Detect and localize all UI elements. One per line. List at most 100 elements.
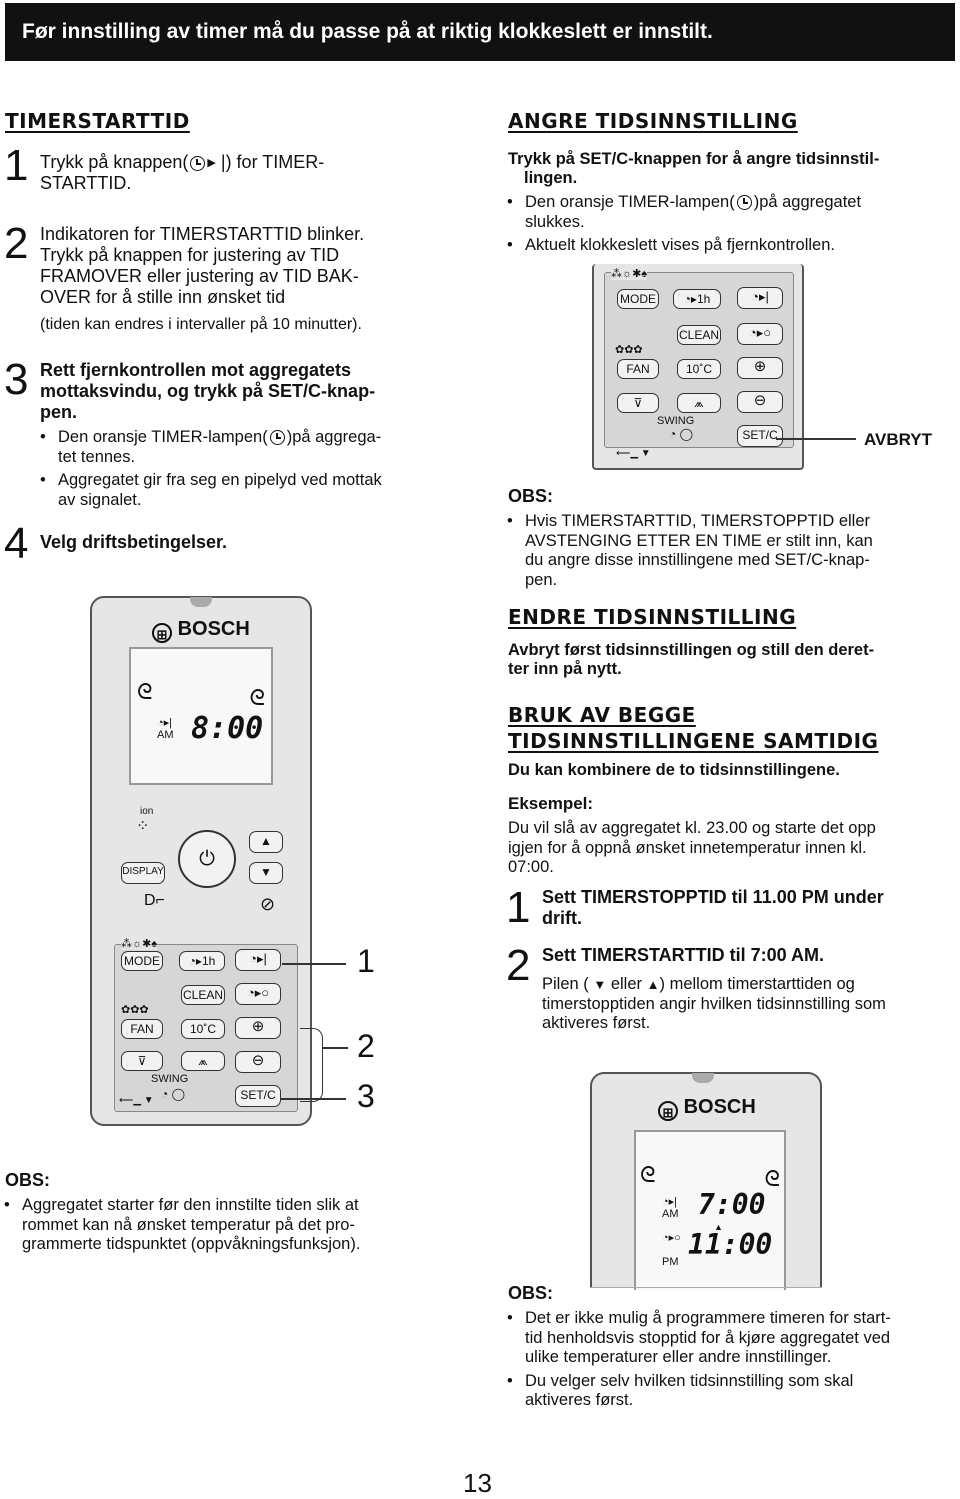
fan-button[interactable]: FAN [121,1019,163,1039]
timer-lamp-icon [736,195,752,210]
turbo-icon[interactable]: ⊘ [260,894,276,914]
callout-bracket [300,1028,323,1102]
swing-vertical-button[interactable]: ⊽ [121,1051,163,1071]
right-obs-list: Hvis TIMERSTARTTID, TIMERSTOPPTID ellerA… [505,512,945,594]
button-panel: ⁂☼✱♠ MODE ◔▸1h ◔▸| CLEAN ◔▸○ ✿✿✿ FAN 10˚… [604,267,794,448]
endre-text: Avbryt først tidsinnstillingen og still … [508,641,875,678]
plus-button[interactable]: ⊕ [235,1017,281,1039]
timer-on-indicator: ◔▸|AM [662,1196,679,1220]
eksempel-text: Du vil slå av aggregatet kl. 23.00 og st… [508,819,876,876]
sleep-icon[interactable]: D⌐ [144,892,165,909]
mode-button[interactable]: MODE [121,951,163,971]
brand-logo: ⊞ BOSCH [658,1096,756,1121]
fan-swirl-icon-right: ᘓ [249,685,266,710]
top-banner: Før innstilling av timer må du passe på … [5,3,955,61]
plus-button[interactable]: ⊕ [737,357,783,379]
timer-on-button[interactable]: ◔▸| [235,949,281,971]
remote-display: ᘓ ᘓ ◔▸|AM 7:00 ▲ ◔▸○PM 11:00 [634,1130,786,1290]
swing-vertical-button[interactable]: ⊽ [617,393,659,413]
setc-button[interactable]: SET/C [737,425,783,447]
right-obs2-list: Det er ikke mulig å programmere timeren … [505,1309,955,1415]
bruk-text: Du kan kombinere de to tidsinnstillingen… [508,761,840,779]
step-2-text: Indikatoren for TIMERSTARTTID blinker. T… [40,224,365,333]
ion-label: ion [140,806,154,817]
callout-3: 3 [357,1078,375,1114]
right-step-2-title: Sett TIMERSTARTTID til 7:00 AM. [542,945,825,965]
timer-off-indicator: ◔▸○PM [662,1232,681,1268]
angre-text: Trykk på SET/C-knappen for å angre tidsi… [508,150,880,187]
timer-lamp-icon [269,430,285,445]
callout-line-3 [280,1098,346,1100]
angre-bullets: Den oransje TIMER-lampen()på aggregatets… [505,193,945,260]
ten-degree-button[interactable]: 10˚C [677,359,721,379]
step-3-bullets: Den oransje TIMER-lampen()på aggrega-tet… [38,428,458,514]
heading-angre: ANGRE TIDSINNSTILLING [508,109,798,133]
heading-bruk: BRUK AV BEGGE TIDSINNSTILLINGENE SAMTIDI… [508,703,879,753]
mode-button[interactable]: MODE [617,289,659,309]
fan-swirl-icon: ᘓ [137,679,153,704]
setc-button[interactable]: SET/C [235,1085,281,1107]
display-time-stop: 11:00 [688,1228,773,1261]
ir-window [692,1073,714,1083]
remote-display: ᘓ ᘓ ◔▸|AM 8:00 [129,647,273,785]
list-item: Aktuelt klokkeslett vises på fjernkontro… [505,236,945,256]
avbryt-label: AVBRYT [864,430,932,449]
minus-button[interactable]: ⊖ [737,391,783,413]
remote-panel-closeup: ⁂☼✱♠ MODE ◔▸1h ◔▸| CLEAN ◔▸○ ✿✿✿ FAN 10˚… [592,264,804,470]
right-step-1-number: 1 [506,883,531,932]
timer-off-button[interactable]: ◔▸○ [737,323,783,345]
fan-swirl-icon: ᘓ [640,1162,656,1187]
list-item: Den oransje TIMER-lampen()på aggrega-tet… [38,428,458,467]
callout-2: 2 [357,1028,375,1064]
left-obs-list: Aggregatet starter før den innstilte tid… [2,1196,442,1259]
up-arrow-icon: ▲ [646,977,660,992]
swing-horizontal-button[interactable]: ⩕ [677,393,721,413]
mode-icons: ⁂☼✱♠ [611,267,648,280]
callout-line-2 [322,1047,348,1049]
minus-button[interactable]: ⊖ [235,1051,281,1073]
display-time-start: 7:00 [698,1188,766,1221]
off-1h-button[interactable]: ◔▸1h [179,951,225,971]
swing-timer-icons[interactable]: ◔ ◯ [161,1087,186,1101]
fan-speed-icons: ✿✿✿ [615,344,643,356]
ten-degree-button[interactable]: 10˚C [181,1019,225,1039]
timer-indicator: ◔▸|AM [157,717,174,741]
fan-button[interactable]: FAN [617,359,659,379]
display-button[interactable]: DISPLAY [121,862,165,884]
step-1-number: 1 [4,141,29,190]
swing-label: SWING [657,415,695,427]
heading-endre: ENDRE TIDSINNSTILLING [508,605,797,629]
temp-up-button[interactable]: ▲ [249,831,283,853]
list-item: Du velger selv hvilken tidsinnstilling s… [505,1372,955,1411]
order-arrow-icon: ▲ [714,1222,723,1232]
button-panel: ⁂☼✱♠ MODE ◔▸1h ◔▸| CLEAN ◔▸○ ✿✿✿ FAN 10˚… [114,937,298,1112]
clean-button[interactable]: CLEAN [677,325,721,345]
list-item: Aggregatet starter før den innstilte tid… [2,1196,442,1255]
right-obs-title: OBS: [508,486,553,506]
right-step-2-text: Pilen ( ▼ eller ▲) mellom timerstarttide… [542,975,886,1032]
step-2-number: 2 [4,219,29,268]
swing-label: SWING [151,1073,189,1085]
swing-horizontal-button[interactable]: ⩕ [181,1051,225,1071]
step-4-number: 4 [4,519,29,568]
clean-button[interactable]: CLEAN [181,985,225,1005]
swing-timer-icons[interactable]: ◔ ◯ [669,427,694,441]
timer-on-button[interactable]: ◔▸| [737,287,783,309]
avbryt-line [776,438,856,440]
temp-down-button[interactable]: ▼ [249,862,283,884]
battery-cover-icon: ⟵▁ ▼ [616,448,651,459]
ion-icon: ⁘ [136,818,150,835]
remote-display-closeup: ⊞ BOSCH ᘓ ᘓ ◔▸|AM 7:00 ▲ ◔▸○PM 11:00 [590,1072,822,1290]
step-1-text: Trykk på knappen(▶ |) for TIMER- STARTTI… [40,152,325,193]
remote-control: ⊞ BOSCH ᘓ ᘓ ◔▸|AM 8:00 ion ⁘ DISPLAY D⌐ … [90,596,312,1126]
step-4-text: Velg driftsbetingelser. [40,532,228,552]
left-obs-title: OBS: [5,1170,50,1190]
timer-off-button[interactable]: ◔▸○ [235,983,281,1005]
power-button[interactable]: ⏻ [178,830,236,888]
off-1h-button[interactable]: ◔▸1h [673,289,721,309]
fan-speed-icons: ✿✿✿ [121,1004,149,1016]
list-item: Det er ikke mulig å programmere timeren … [505,1309,955,1368]
list-item: Aggregatet gir fra seg en pipelyd ved mo… [38,471,458,510]
step-3-number: 3 [4,355,29,404]
mode-icons: ⁂☼✱♠ [121,937,158,950]
